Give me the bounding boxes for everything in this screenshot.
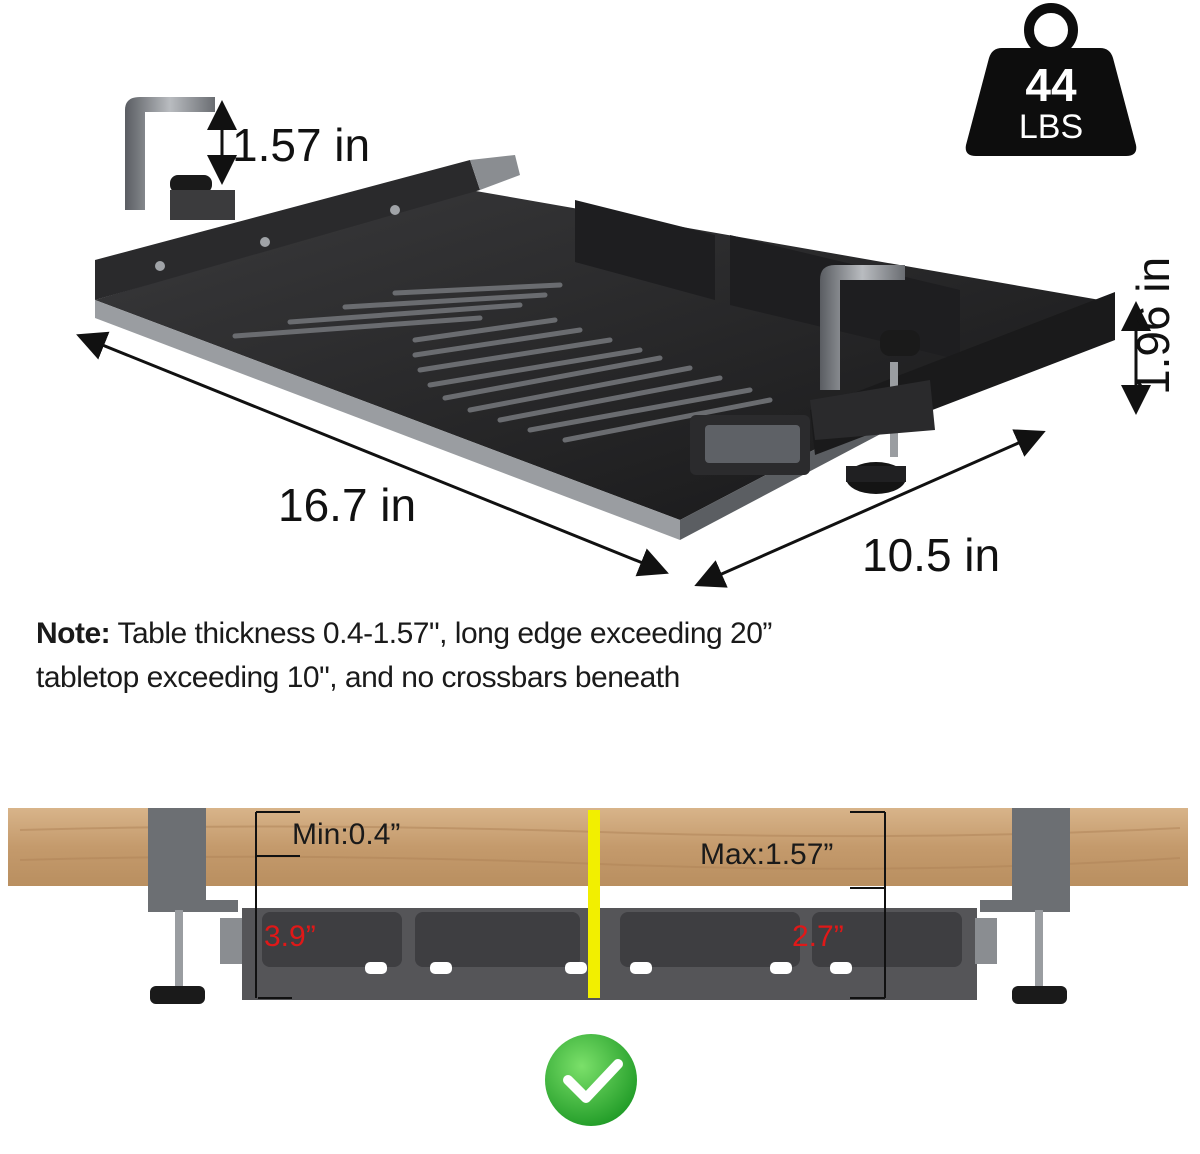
note-line-1: Table thickness 0.4-1.57", long edge exc… [110, 617, 772, 650]
clamp-top-left [125, 97, 235, 220]
weight-unit: LBS [1018, 108, 1084, 146]
screws [155, 205, 400, 271]
gap-right-label: 2.7” [792, 920, 844, 953]
dimension-arrows [76, 100, 1151, 588]
clamp-diagram-right [975, 808, 1070, 1004]
weight-value: 44 [1025, 59, 1077, 111]
clamp-height-label: 1.57 in [232, 119, 371, 171]
check-icon [545, 1034, 637, 1126]
weight-icon [965, 3, 1137, 156]
clamp-diagram-left [148, 808, 242, 1004]
gap-left-label: 3.9” [264, 920, 316, 953]
note-label: Note: [36, 617, 111, 650]
drawer-tray [95, 155, 1115, 540]
width-label: 16.7 in [278, 479, 417, 531]
center-line [588, 810, 600, 998]
min-thickness-label: Min:0.4” [292, 818, 401, 851]
note-text: Note: Table thickness 0.4-1.57", long ed… [36, 612, 936, 700]
note-line-2: tabletop exceeding 10", and no crossbars… [36, 661, 680, 694]
install-diagram [8, 808, 1188, 1126]
rail-height-label: 1.96 in [1127, 256, 1179, 395]
depth-label: 10.5 in [862, 529, 1001, 581]
max-thickness-label: Max:1.57” [700, 838, 834, 871]
